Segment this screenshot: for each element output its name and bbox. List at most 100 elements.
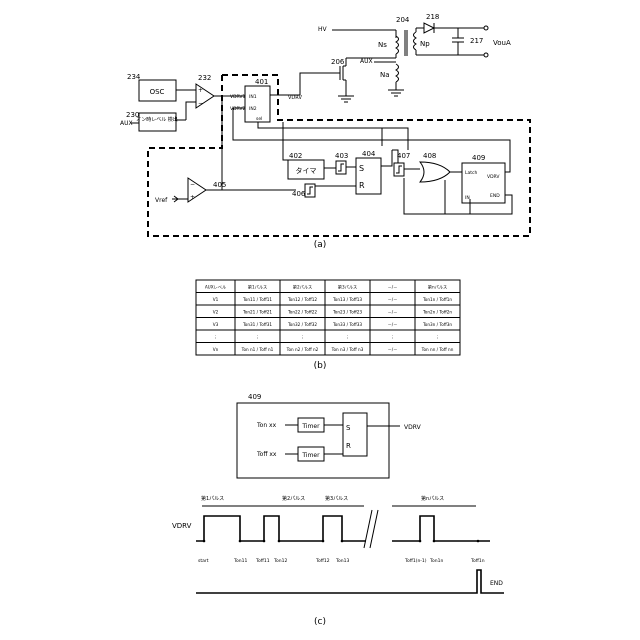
tick-label-ton12: Ton12: [273, 558, 287, 564]
ref-408: 408: [423, 152, 436, 160]
timing-p3-label: 第3パルス: [325, 495, 348, 502]
vout-terminal-bottom: [484, 53, 488, 57]
tick-label-ton13: Ton13: [335, 558, 349, 564]
tick-label-toff1n: Toff1n: [470, 558, 485, 564]
tick-label-ton1n: Ton1n: [429, 558, 443, 564]
sr404-r: R: [359, 181, 365, 190]
table-cell: Ton1n / Toff1n: [422, 297, 452, 302]
caption-c: (c): [314, 617, 326, 627]
table-cell: V2: [213, 309, 219, 314]
ref-204: 204: [396, 16, 410, 24]
tick-label-toff1n1: Toff1(n-1): [404, 558, 427, 564]
vout-terminal-top: [484, 26, 488, 30]
latch-label: Latch: [465, 170, 478, 176]
caption-b: (b): [314, 361, 327, 371]
table-cell: Ton2n / Toff2n: [422, 309, 452, 314]
or-in2-wire: [404, 178, 470, 214]
timing-pn-label: 第nパルス: [421, 495, 444, 502]
pin-vdrv1: VDRV1: [230, 94, 246, 100]
ref-407: 407: [397, 152, 410, 160]
vdrv-small-label: VDRV: [487, 174, 500, 180]
block409-r: R: [346, 442, 351, 450]
ref-404: 404: [362, 150, 376, 158]
table-cell: Ton3n / Toff3n: [422, 322, 452, 327]
table-cell: －/－: [388, 322, 398, 327]
aux-level-detect-label: オン時レベル 検出: [136, 116, 178, 123]
tick-toff12: [322, 540, 325, 543]
tick-start: [203, 540, 206, 543]
tick-ton12: [278, 540, 281, 543]
caption-a: (a): [314, 240, 327, 250]
timing-p1-label: 第1パルス: [201, 495, 224, 502]
ref-401: 401: [255, 78, 268, 86]
block-409-detail: 409 Ton xx Toff xx Timer Timer S R VDRV: [237, 393, 422, 478]
secondary-winding-np: [414, 32, 417, 50]
table-cell: Ton33 / Toff33: [332, 322, 362, 327]
ref-206: 206: [331, 58, 345, 66]
table-cell: ⋮: [213, 334, 217, 339]
tick-label-start: start: [198, 558, 209, 564]
table-cell: Ton31 / Toff31: [242, 322, 272, 327]
table-header-cell: AUXレベル: [205, 284, 226, 289]
tick-ton1n: [433, 540, 436, 543]
end-small-label: END: [490, 193, 500, 199]
timing-vdrv-label: VDRV: [172, 522, 192, 530]
hv-label: HV: [318, 26, 328, 33]
timer1-label: Timer: [301, 423, 320, 430]
block409-toff-label: Toff xx: [256, 451, 277, 458]
table-cell: V3: [213, 322, 219, 327]
sel-wire: [258, 122, 408, 150]
timing-p2-label: 第2パルス: [282, 495, 305, 502]
tick-label-toff12: Toff12: [315, 558, 330, 564]
aux-level-table: AUXレベル第1パルス第2パルス第3パルス－/－第nパルスV1Ton11 / T…: [196, 280, 460, 355]
table-cell: －/－: [388, 347, 398, 352]
comp405-plus: +: [190, 194, 195, 201]
table-cell: ⋮: [255, 334, 259, 339]
aux-level-detect-text: オン時レベル 検出: [136, 116, 178, 123]
detect-to-comp-wire: [186, 102, 196, 120]
tick-ton13: [341, 540, 344, 543]
ref-409: 409: [472, 154, 485, 162]
ref-402: 402: [289, 152, 302, 160]
in-small-label: IN: [465, 195, 470, 201]
table-cell: Ton32 / Toff32: [287, 322, 317, 327]
table-cell: Ton n1 / Toff n1: [241, 347, 274, 352]
table-cell: Ton21 / Toff21: [242, 309, 272, 314]
aux-in-label: AUX: [120, 120, 133, 127]
ref-217: 217: [470, 37, 483, 45]
table-cell: ⋮: [300, 334, 304, 339]
comp405-minus: −: [190, 181, 195, 188]
table-cell: Ton12 / Toff12: [287, 297, 317, 302]
table-cell: Ton11 / Toff11: [242, 297, 272, 302]
table-cell: Ton23 / Toff23: [332, 309, 362, 314]
comp-out-down-wire: [188, 96, 222, 190]
block409-out-label: VDRV: [404, 424, 422, 431]
table-header-cell: 第2パルス: [293, 283, 312, 290]
ref-403: 403: [335, 152, 348, 160]
tick-toff11: [263, 540, 266, 543]
comp232-minus: −: [198, 100, 203, 107]
table-cell: ⋮: [345, 334, 349, 339]
pin-vdrv2: VDRV2: [230, 106, 246, 112]
timer-402-label: タイマ: [296, 166, 317, 175]
table-header-cell: 第nパルス: [428, 283, 447, 290]
block409-ref: 409: [248, 393, 261, 401]
table-header-cell: 第3パルス: [338, 283, 357, 290]
na-label: Na: [380, 71, 390, 79]
sr404-s: S: [359, 164, 364, 173]
sr404-out-wire: [381, 150, 392, 166]
ref-406: 406: [292, 190, 306, 198]
table-cell: Ton n3 / Toff n3: [331, 347, 364, 352]
tick-label-ton11: Ton11: [233, 558, 247, 564]
vref-label: Vref: [155, 197, 168, 204]
tick-toff1n: [477, 540, 480, 543]
diode-218: [424, 23, 434, 33]
ref-218: 218: [426, 13, 439, 21]
aux-top-label: AUX: [360, 58, 373, 65]
end-label: END: [490, 580, 503, 587]
table-cell: Ton22 / Toff22: [287, 309, 317, 314]
table-cell: ⋮: [435, 334, 439, 339]
timer2-label: Timer: [301, 452, 320, 459]
table-cell: Vn: [213, 347, 219, 352]
